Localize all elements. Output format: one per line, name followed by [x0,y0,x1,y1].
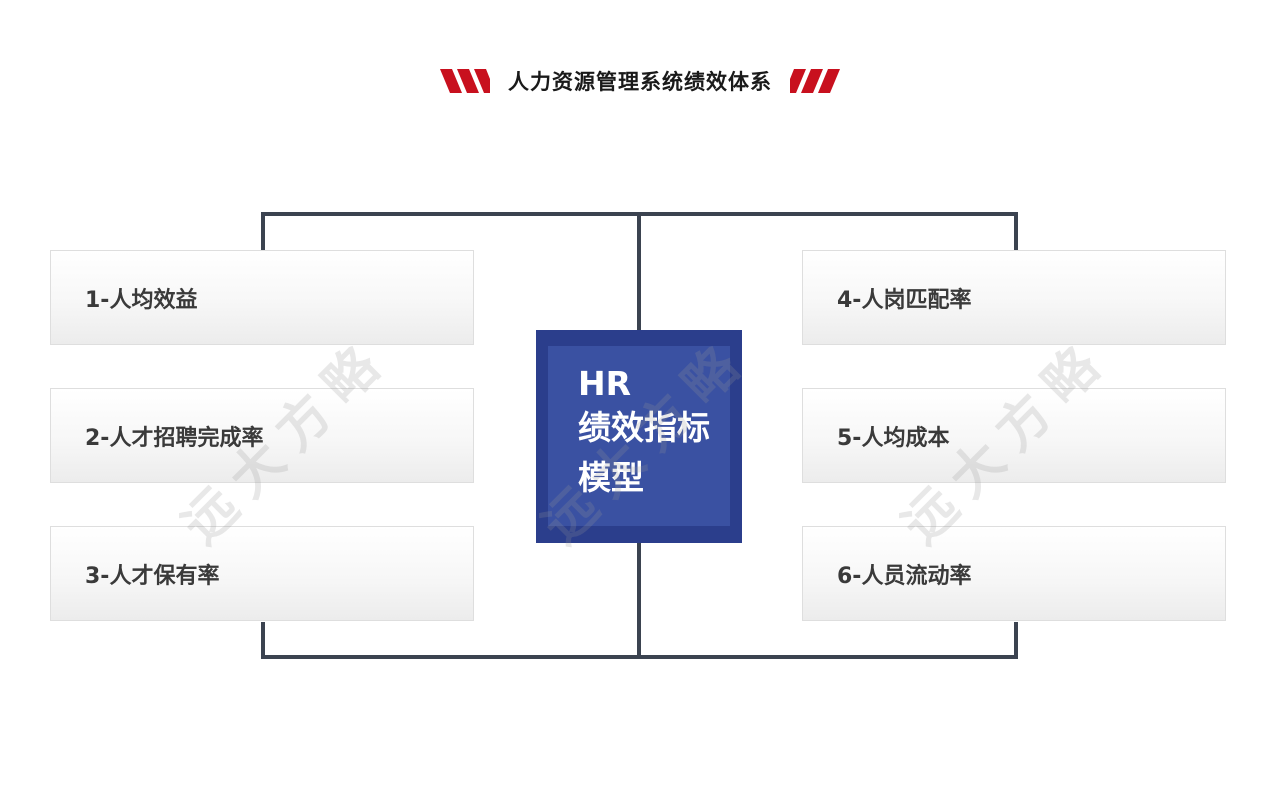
right-stripes-decoration [790,69,840,93]
metric-label-4: 4-人岗匹配率 [837,287,972,313]
metric-label-1: 1-人均效益 [85,287,198,313]
metric-label-6: 6-人员流动率 [837,563,972,589]
metric-box-3: 3-人才保有率 [50,526,474,621]
center-title-line1: HR [578,364,632,403]
center-title-line2: 绩效指标 [578,408,710,447]
metric-box-1: 1-人均效益 [50,250,474,345]
center-model-box: HR 绩效指标 模型 [536,330,742,543]
left-stripes-decoration [440,69,490,93]
metric-label-3: 3-人才保有率 [85,563,220,589]
metric-box-2: 2-人才招聘完成率 [50,388,474,483]
metric-label-5: 5-人均成本 [837,425,950,451]
page-title: 人力资源管理系统绩效体系 [508,70,772,94]
metric-box-6: 6-人员流动率 [802,526,1226,621]
center-title-line3: 模型 [578,458,644,497]
title-row: 人力资源管理系统绩效体系 [0,64,1280,98]
metric-label-2: 2-人才招聘完成率 [85,425,264,451]
metric-box-4: 4-人岗匹配率 [802,250,1226,345]
metric-box-5: 5-人均成本 [802,388,1226,483]
center-model-inner: HR 绩效指标 模型 [548,346,730,526]
